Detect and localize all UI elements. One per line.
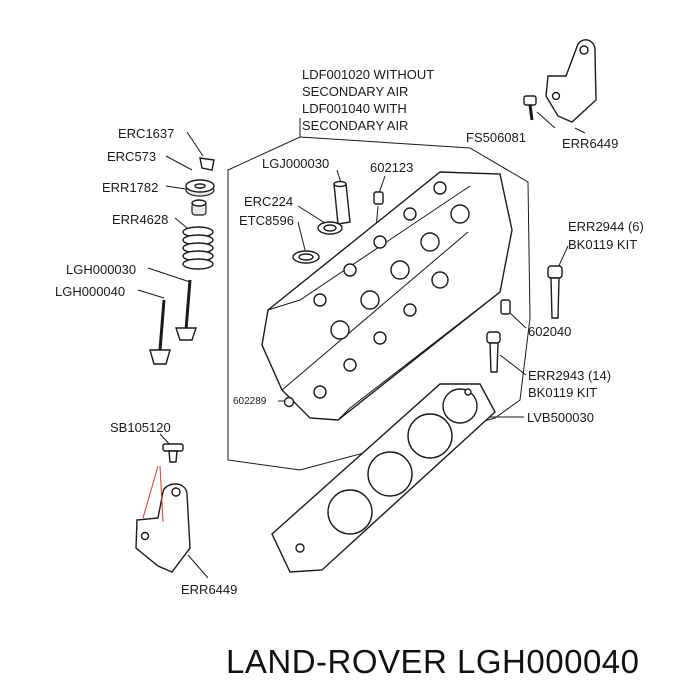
label-bk0119-kit-a: BK0119 KIT (568, 237, 638, 252)
collet-part (199, 157, 215, 171)
label-erc224: ERC224 (244, 194, 294, 209)
label-lgj000030: LGJ000030 (262, 156, 330, 171)
intake-valve (175, 279, 197, 341)
label-602289: 602289 (233, 396, 267, 407)
plug-602289 (283, 396, 295, 408)
bolt-err2943 (486, 331, 501, 373)
label-bk0119-kit-b: BK0119 KIT (528, 385, 598, 400)
bolt-sb105120 (162, 443, 184, 463)
bracket-err6449-top (545, 39, 597, 123)
dowel-602123 (373, 191, 384, 205)
head-gasket (271, 383, 496, 573)
label-secondary-air-note: LDF001020 WITHOUT SECONDARY AIR LDF00104… (302, 67, 435, 133)
valve-guide (333, 180, 351, 225)
label-lgh000030: LGH000030 (66, 262, 137, 277)
seal-ring-erc224 (317, 221, 343, 235)
label-err6449-bottom: ERR6449 (181, 582, 238, 597)
label-etc8596: ETC8596 (239, 213, 294, 228)
valve-spring-cap (185, 179, 215, 197)
seal-ring-etc8596 (292, 250, 320, 264)
label-err1782: ERR1782 (102, 180, 159, 195)
bracket-err6449-bottom (135, 465, 191, 573)
bolt-err2944 (547, 265, 563, 319)
plug-602040 (500, 299, 511, 315)
bolt-fs506081 (523, 95, 537, 121)
label-erc573: ERC573 (107, 149, 157, 164)
cylinder-head (261, 171, 513, 421)
label-602123: 602123 (370, 160, 414, 175)
valve-stem-seal (191, 199, 207, 216)
group-outline (227, 136, 531, 471)
brand-part-number: LAND-ROVER LGH000040 (226, 643, 640, 680)
label-erc1637: ERC1637 (118, 126, 175, 141)
label-err4628: ERR4628 (112, 212, 169, 227)
label-lvb500030: LVB500030 (527, 410, 594, 425)
label-lgh000040: LGH000040 (55, 284, 126, 299)
label-sb105120: SB105120 (110, 420, 171, 435)
exhaust-valve (149, 299, 171, 365)
label-err6449-top: ERR6449 (562, 136, 619, 151)
label-fs506081: FS506081 (466, 130, 526, 145)
label-err2943: ERR2943 (14) (528, 368, 612, 383)
label-602040: 602040 (528, 324, 572, 339)
valve-spring (182, 226, 214, 270)
label-err2944: ERR2944 (6) (568, 219, 644, 234)
